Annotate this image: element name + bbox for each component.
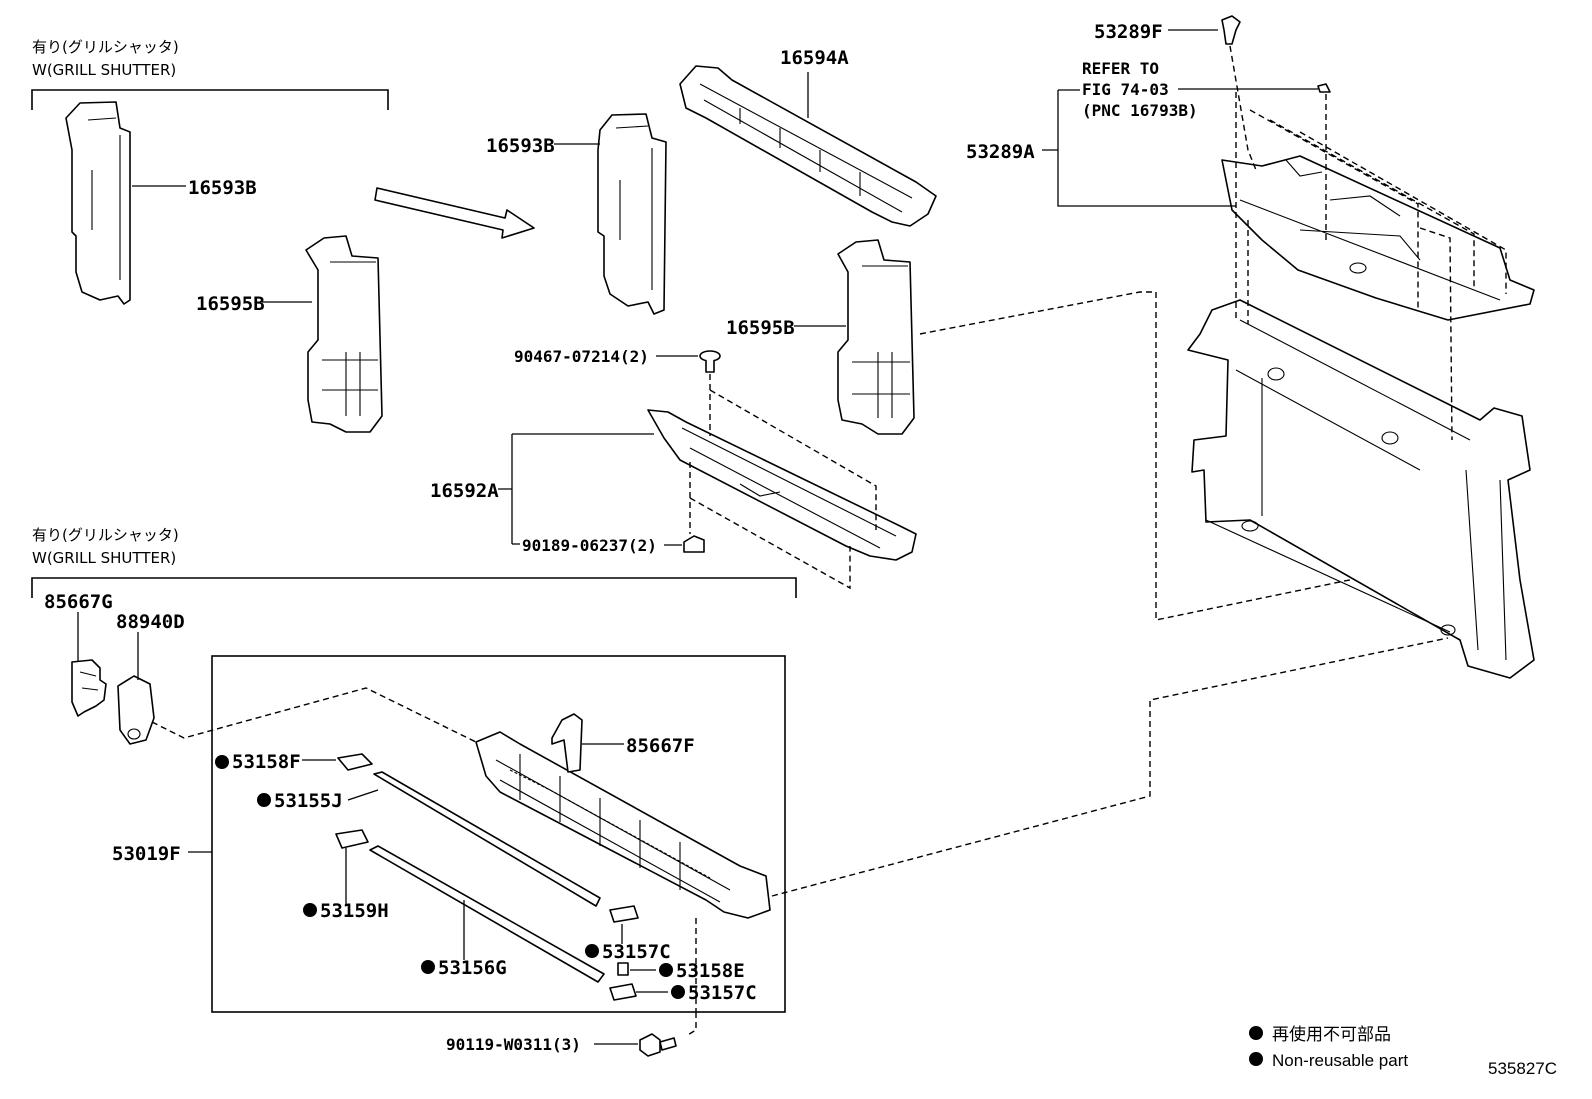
label-16595B-mid: 16595B	[726, 317, 795, 339]
seal-53155J-drawing	[373, 771, 601, 907]
seal-16594A-drawing	[679, 65, 937, 227]
label-53155J: 53155J	[274, 790, 343, 812]
bolt-90119-drawing	[639, 1033, 677, 1057]
assembly-line-bolt	[685, 918, 697, 1037]
kit-53019F-box	[211, 655, 786, 1013]
assembly-line-to-frame	[771, 637, 1449, 897]
non-reusable-dot-53157C-b	[671, 985, 685, 999]
non-reusable-dot-53156G	[421, 960, 435, 974]
reference-line3: (PNC 16793B)	[1082, 101, 1198, 120]
clip-90189-drawing	[683, 535, 705, 553]
non-reusable-dot-53155J	[257, 793, 271, 807]
radiator-support-drawing	[1187, 299, 1535, 679]
leader-53155J	[347, 789, 379, 801]
seal-16593B-mid-drawing	[597, 113, 667, 315]
seal-16595B-mid-drawing	[837, 239, 915, 435]
label-53289F: 53289F	[1094, 21, 1163, 43]
label-16593B-mid: 16593B	[486, 135, 555, 157]
leader-53289A	[1042, 89, 1236, 207]
label-53156G: 53156G	[438, 957, 507, 979]
legend-dot-en	[1249, 1052, 1263, 1066]
reference-line2: FIG 74-03	[1082, 80, 1169, 99]
label-53289A: 53289A	[966, 141, 1035, 163]
pad-53158E-drawing	[617, 962, 629, 976]
pad-53158F-drawing	[337, 753, 373, 771]
bracket-85667F-drawing	[551, 713, 583, 773]
grill-shutter-note-en-bottom: W(GRILL SHUTTER)	[32, 549, 176, 567]
grill-shutter-assembly-drawing	[475, 731, 771, 919]
clip-90467-drawing	[699, 350, 721, 373]
reference-part-marker	[1317, 83, 1331, 93]
label-53159H: 53159H	[320, 900, 389, 922]
legend-jp: 再使用不可部品	[1272, 1024, 1391, 1044]
label-16592A: 16592A	[430, 480, 499, 502]
assembly-lines-right	[1229, 45, 1507, 441]
label-88940D: 88940D	[116, 611, 185, 633]
cover-53289A-drawing	[1221, 155, 1535, 321]
direction-arrow	[374, 187, 535, 239]
label-53158F: 53158F	[232, 751, 301, 773]
seal-16592A-drawing	[647, 409, 917, 561]
grill-shutter-note-en-top: W(GRILL SHUTTER)	[32, 61, 176, 79]
seal-16593B-left-drawing	[65, 101, 131, 305]
legend-dot-jp	[1249, 1026, 1263, 1040]
non-reusable-dot-53157C-a	[585, 944, 599, 958]
grill-shutter-bracket-top	[31, 89, 389, 110]
label-53019F: 53019F	[112, 843, 181, 865]
label-53157C-a: 53157C	[602, 941, 671, 963]
leader-16592A	[498, 433, 654, 545]
pad-53157C-a-drawing	[609, 905, 639, 923]
label-16594A: 16594A	[780, 47, 849, 69]
grill-shutter-bracket-bottom	[31, 577, 797, 598]
clip-53289F-drawing	[1221, 15, 1241, 45]
label-90189: 90189-06237(2)	[522, 536, 657, 555]
bracket-85667G-drawing	[71, 659, 107, 717]
legend-en: Non-reusable part	[1272, 1051, 1408, 1070]
label-53158E: 53158E	[676, 960, 745, 982]
label-85667F: 85667F	[626, 735, 695, 757]
figure-id: 535827C	[1488, 1059, 1557, 1078]
actuator-88940D-drawing	[117, 675, 155, 745]
label-90119: 90119-W0311(3)	[446, 1035, 581, 1054]
assembly-lines-mid	[689, 374, 877, 590]
seal-16595B-left-drawing	[305, 235, 383, 433]
grill-shutter-note-jp-top: 有り(グリルシャッタ)	[32, 38, 179, 56]
non-reusable-dot-53158E	[659, 963, 673, 977]
non-reusable-dot-53158F	[215, 755, 229, 769]
assembly-line-actuator	[151, 687, 481, 745]
label-90467: 90467-07214(2)	[514, 347, 649, 366]
label-53157C-b: 53157C	[688, 982, 757, 1004]
non-reusable-dot-53159H	[303, 903, 317, 917]
label-16595B-left: 16595B	[196, 293, 265, 315]
grill-shutter-note-jp-bottom: 有り(グリルシャッタ)	[32, 526, 179, 544]
seal-53156G-drawing	[369, 845, 605, 983]
reference-line1: REFER TO	[1082, 59, 1159, 78]
label-16593B-left: 16593B	[188, 177, 257, 199]
pad-53159H-drawing	[335, 829, 369, 849]
label-85667G: 85667G	[44, 591, 113, 613]
pad-53157C-b-drawing	[609, 983, 637, 1001]
